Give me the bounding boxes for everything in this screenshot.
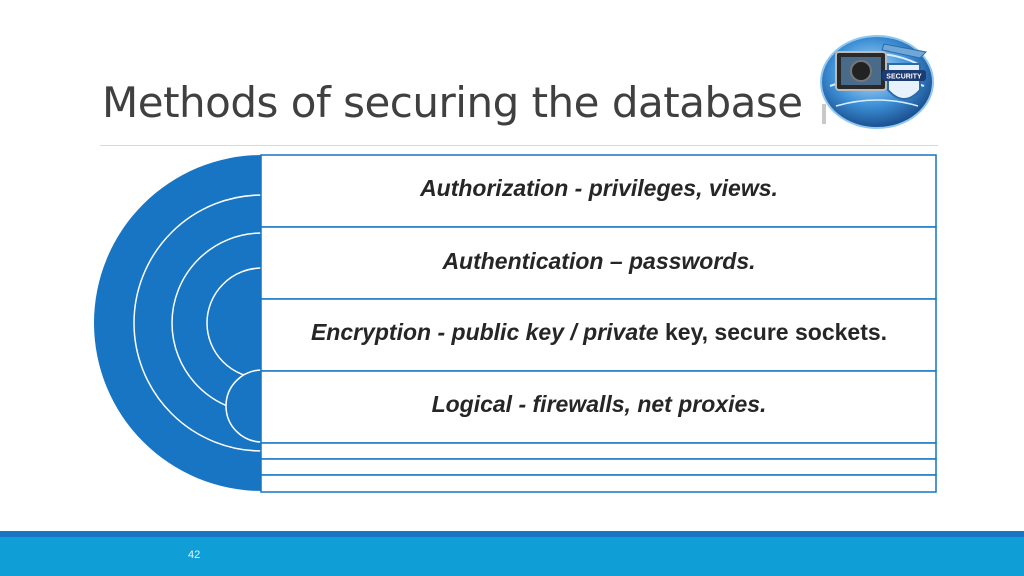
row-box-6 (260, 458, 937, 476)
circle-4 (206, 267, 262, 379)
list-item: Authentication – passwords. (262, 248, 936, 275)
row-box-3 (260, 298, 937, 372)
title-divider (100, 145, 938, 146)
row-box-7 (260, 474, 937, 493)
list-item: Authorization - privileges, views. (262, 175, 936, 202)
circle-5 (225, 369, 262, 443)
logo-text: SECURITY (886, 74, 922, 81)
list-item-label: Authentication – passwords. (442, 248, 756, 274)
list-item: Logical - firewalls, net proxies. (262, 391, 936, 418)
page-title: Methods of securing the database (102, 78, 803, 127)
row-box-4 (260, 370, 937, 444)
list-item: Encryption - public key / private key, s… (310, 319, 888, 345)
footer-accent-bar (0, 531, 1024, 537)
page-number: 42 (188, 549, 201, 561)
security-shield-icon: SECURITY (820, 35, 934, 129)
list-item-label: Authorization - privileges, views. (420, 175, 778, 201)
list-item-label: Logical - firewalls, net proxies. (431, 391, 767, 417)
row-box-1 (260, 154, 937, 228)
row-box-5 (260, 442, 937, 460)
list-item-label: Encryption - public key / private (310, 319, 659, 345)
footer-bar (0, 537, 1024, 576)
row-box-2 (260, 226, 937, 300)
